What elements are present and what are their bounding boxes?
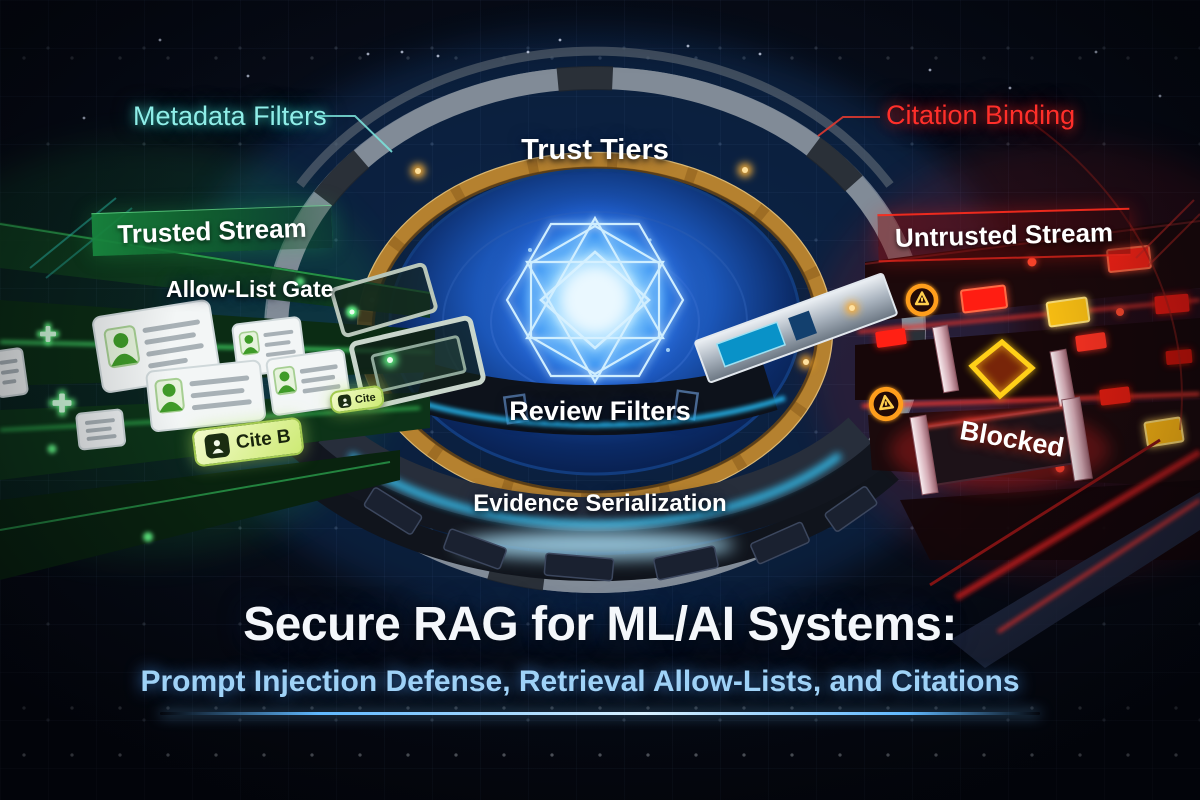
untrusted-stream-banner: Untrusted Stream (877, 207, 1131, 263)
citation-tag-small: Cite (328, 384, 386, 415)
trusted-stream-banner: Trusted Stream (91, 204, 333, 257)
allow-list-gate-label: Allow-List Gate (166, 276, 334, 302)
person-icon (337, 393, 352, 409)
person-icon (203, 432, 231, 460)
metadata-filters-label: Metadata Filters (133, 101, 327, 131)
untrusted-stream-banner-text: Untrusted Stream (894, 216, 1114, 253)
citation-tag-small-text: Cite (354, 390, 377, 406)
trust-tiers-label: Trust Tiers (521, 134, 669, 166)
review-filters-label: Review Filters (509, 396, 691, 426)
evidence-serialization-label: Evidence Serialization (473, 490, 727, 517)
core-crystal-icon (483, 188, 707, 412)
citation-binding-label: Citation Binding (886, 100, 1076, 130)
citation-tag-large: Cite B (191, 416, 305, 468)
page-title: Secure RAG for ML/AI Systems: (243, 598, 957, 651)
citation-tag-large-text: Cite B (234, 425, 292, 454)
trusted-stream-banner-text: Trusted Stream (116, 212, 308, 249)
page-subtitle: Prompt Injection Defense, Retrieval Allo… (140, 665, 1020, 698)
title-glow-line (160, 712, 1040, 715)
